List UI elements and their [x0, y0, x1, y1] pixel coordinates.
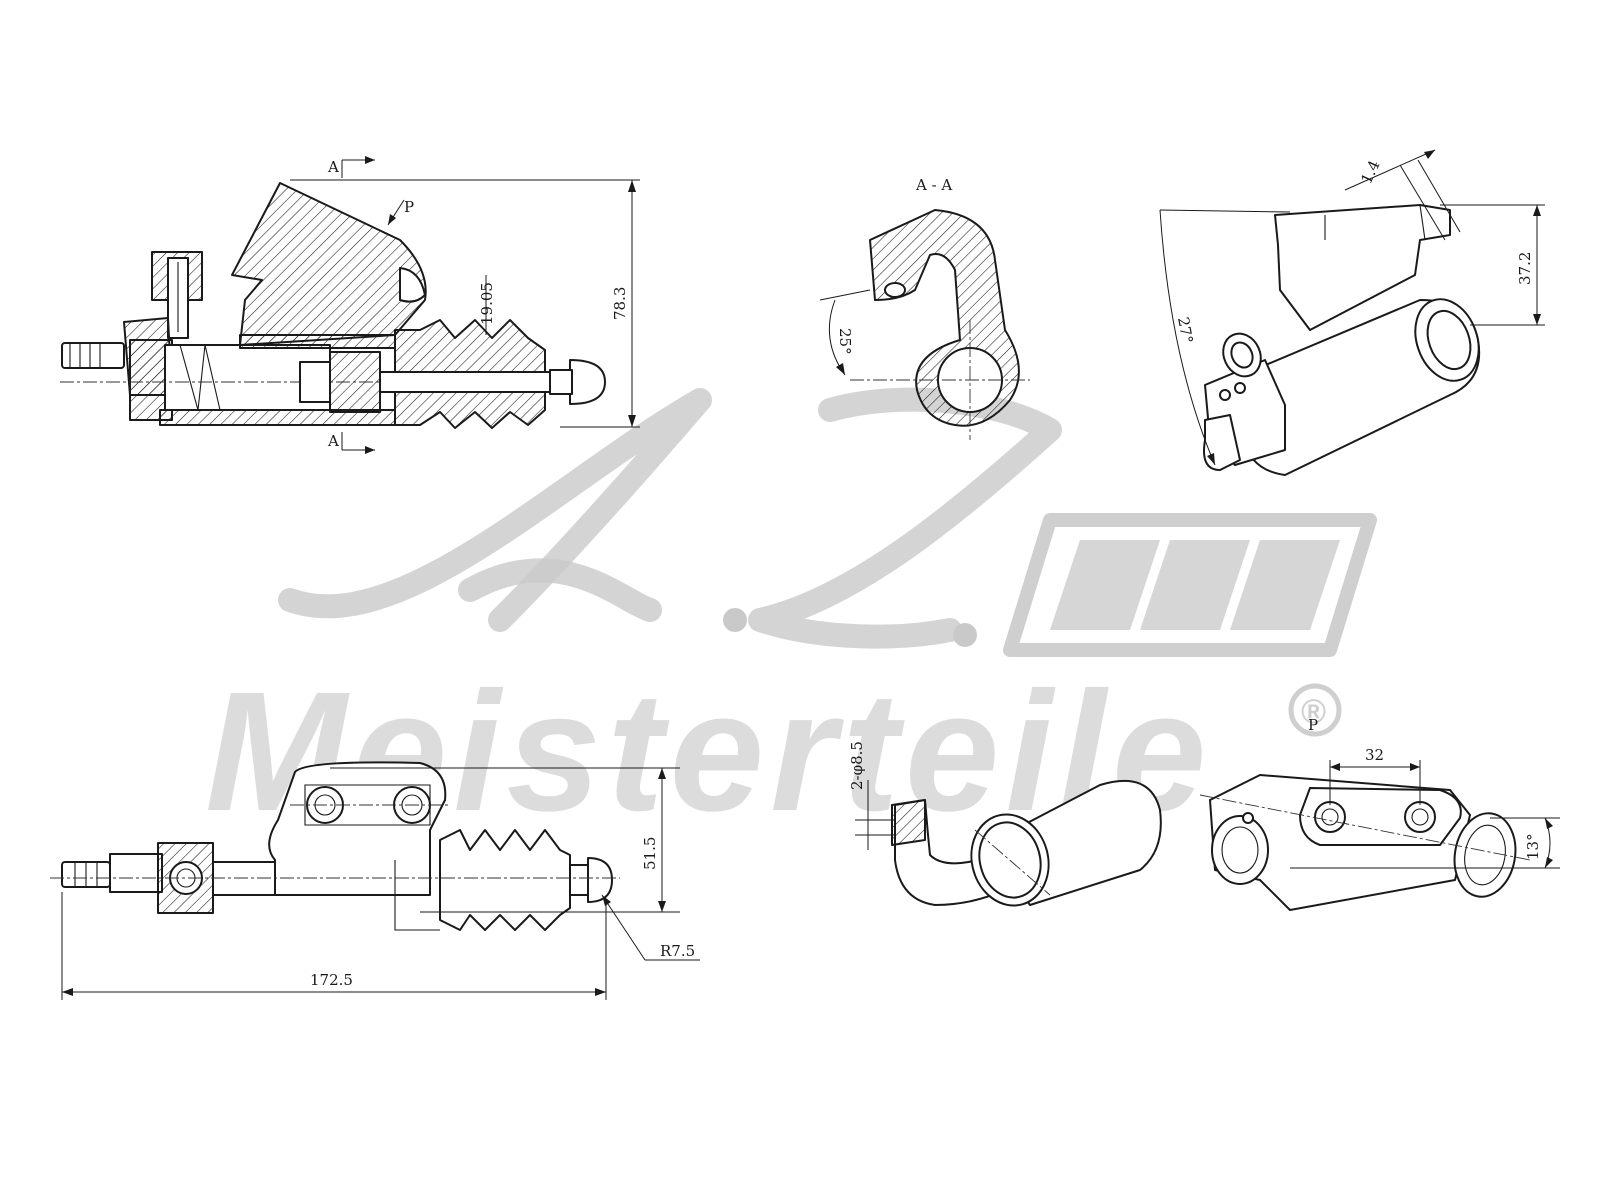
section-a-a-title: A - A: [915, 176, 952, 194]
dim-ball-radius: R7.5: [660, 942, 695, 960]
dim-bore: 19.05: [478, 282, 496, 325]
dim-hole-spacing: 32: [1365, 746, 1384, 764]
section-a-a-view: A - A 25°: [819, 176, 1030, 440]
dim-angle-section: 25°: [836, 328, 854, 355]
dim-angle-bottom: 13°: [1524, 833, 1542, 860]
section-marker-top: A: [327, 158, 339, 176]
dim-height-reservoir: 37.2: [1516, 252, 1534, 285]
watermark-registered-mark: ®: [1301, 693, 1326, 731]
view-p: P 32 13°: [1199, 716, 1560, 911]
watermark-bars: [1003, 513, 1377, 657]
dim-length-total: 172.5: [310, 971, 353, 989]
section-view: A A P: [60, 156, 640, 454]
dim-height-total: 78.3: [611, 287, 629, 320]
view-p-label-top: P: [404, 198, 414, 216]
isometric-view-top: 37.2 1.4 27°: [1159, 149, 1545, 476]
dim-holes: 2-φ8.5: [848, 741, 866, 790]
side-view: 51.5 R7.5 172.5: [50, 761, 700, 1000]
view-p-label-bottom: P: [1308, 716, 1318, 734]
dim-flange-height: 51.5: [641, 837, 659, 870]
section-marker-bottom: A: [327, 432, 339, 450]
dim-angle-reservoir: 27°: [1174, 316, 1196, 345]
isometric-view-bottom-left: 2-φ8.5: [848, 741, 1162, 907]
